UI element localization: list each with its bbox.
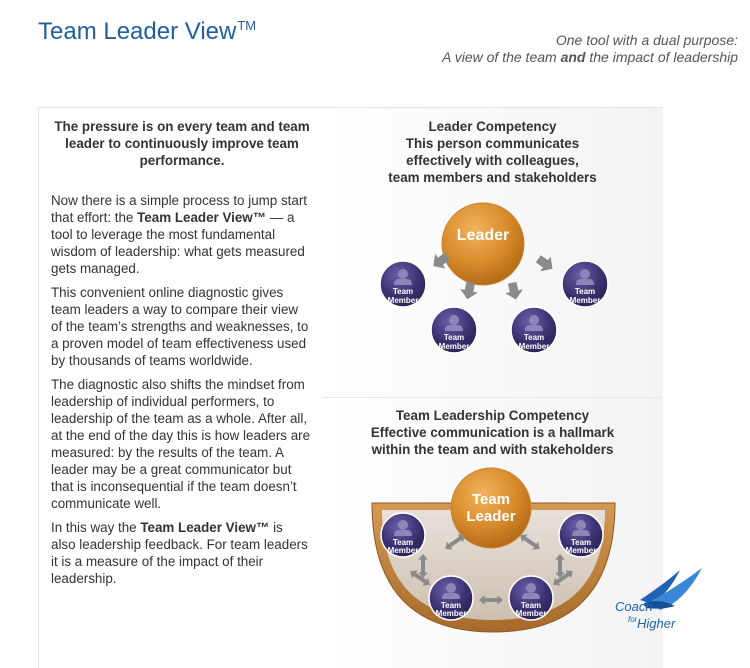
team-member-node: Team Member [561,260,609,308]
coach-for-higher-logo: Coach for Higher [615,568,702,631]
tagline-line-2: A view of the team and the impact of lea… [442,49,738,66]
title-text: Team Leader View [38,18,237,45]
member-label-line-1: Team [441,601,461,610]
team-competency-line-1: Effective communication is a hallmark [370,425,615,440]
team-competency-line-2: within the team and with stakeholders [371,442,614,457]
tagline-part-a: A view of the team [442,49,561,65]
paragraph-2: This convenient online diagnostic gives … [51,285,309,368]
p1-text-a: Now there is a simple process to jump st… [51,193,308,225]
team-leader-node [450,467,532,549]
headline: The pressure is on every team and team l… [54,119,310,168]
person-icon [526,583,536,593]
member-label-line-1: Team [571,538,591,547]
person-icon [398,520,408,530]
team-leader-label-line-2: Leader [466,508,515,525]
p4-text-c: is also leadership feedback. For team le… [51,520,308,586]
person-icon [576,520,586,530]
member-label-line-2: Member [516,609,547,618]
person-icon [446,583,456,593]
team-leader-label-line-1: Team [472,491,510,508]
team-member-node: Team Member [558,512,604,558]
team-member-node: Team Member [508,575,554,621]
left-column: The pressure is on every team and team l… [51,118,311,594]
paragraph-4: In this way the Team Leader View™ is als… [51,519,311,587]
page-title: Team Leader ViewTM [38,18,256,46]
member-label-line-2: Member [566,546,597,555]
team-competency-title: Team Leadership Competency Effective com… [330,407,655,458]
tagline-part-c: the impact of leadership [585,49,738,65]
paragraph-3: The diagnostic also shifts the mindset f… [51,377,311,511]
logo-text-coach: Coach [615,599,653,614]
arrow-icon [503,280,525,302]
team-member-node: Team Member [428,575,474,621]
bird-body-icon [644,601,675,609]
member-label-line-1: Team [393,538,413,547]
leader-node [441,202,525,286]
member-label-line-2: Member [388,546,419,555]
member-label-line-1: Team [444,333,464,342]
p1-text-c: — a tool to leverage the most fundamenta… [51,210,305,276]
member-label-line-1: Team [575,287,595,296]
section-divider [322,397,662,398]
person-icon [398,269,408,279]
p4-text-a: In this way the [51,520,141,535]
paragraph-1: Now there is a simple process to jump st… [51,192,311,277]
team-member-node: Team Member [379,260,427,308]
trademark-mark: TM [237,18,257,33]
p1-product-name: Team Leader View™ [137,210,267,225]
member-label-line-2: Member [570,296,601,305]
p4-product-name: Team Leader View™ [140,520,270,535]
member-label-line-1: Team [521,601,541,610]
leader-competency-line-1: This person communicates [405,136,580,151]
member-label-line-2: Member [439,342,470,351]
logo-text-for: for [628,615,638,624]
bird-wing-icon [640,570,680,604]
member-label-line-2: Member [436,609,467,618]
team-member-node: Team Member [430,306,478,354]
leader-competency-line-2: effectively with colleagues, [406,153,579,168]
leader-competency-title: Leader Competency This person communicat… [330,118,655,186]
leader-competency-heading: Leader Competency [428,119,557,134]
member-label-line-2: Member [519,342,550,351]
arrow-icon [533,251,558,277]
logo-text-higher: Higher [637,616,676,631]
member-label-line-1: Team [524,333,544,342]
leader-node-label: Leader [457,227,509,244]
bird-wing-icon [650,568,702,610]
team-member-node: Team Member [510,306,558,354]
person-icon [580,269,590,279]
person-icon [449,315,459,325]
tagline-line-1: One tool with a dual purpose: [555,32,738,48]
member-label-line-1: Team [393,287,413,296]
member-label-line-2: Member [388,296,419,305]
team-competency-heading: Team Leadership Competency [395,408,590,423]
tagline-emphasis: and [560,49,586,65]
tagline: One tool with a dual purpose: A view of … [442,32,738,66]
leader-competency-line-3: team members and stakeholders [388,170,597,185]
team-member-node: Team Member [380,512,426,558]
person-icon [529,315,539,325]
